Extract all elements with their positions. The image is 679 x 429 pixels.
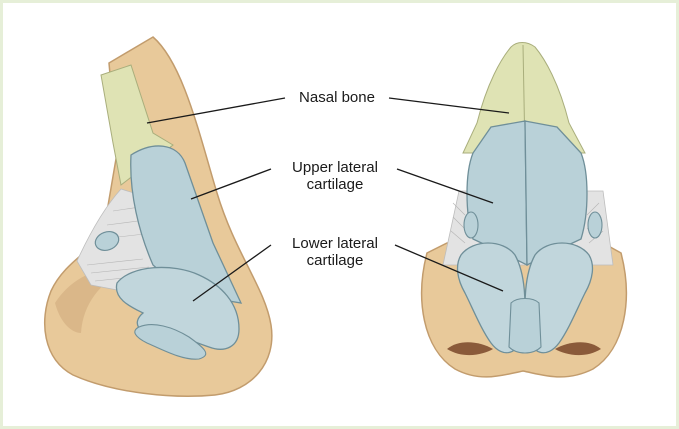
label-upper-lateral-line2: cartilage [275,176,395,193]
label-lower-lateral-line1: Lower lateral [275,235,395,252]
label-lower-lateral-cartilage: Lower lateral cartilage [275,235,395,269]
frontal-view-nose [422,43,627,377]
label-upper-lateral-cartilage: Upper lateral cartilage [275,159,395,193]
label-upper-lateral-line1: Upper lateral [275,159,395,176]
label-nasal-bone: Nasal bone [287,89,387,106]
frontal-medial-crura [509,299,541,354]
label-lower-lateral-line2: cartilage [275,252,395,269]
frontal-sesamoid-left [464,212,478,238]
frontal-sesamoid-right [588,212,602,238]
lateral-view-nose [45,37,272,396]
label-nasal-bone-text: Nasal bone [287,89,387,106]
anatomy-illustration [3,3,676,426]
